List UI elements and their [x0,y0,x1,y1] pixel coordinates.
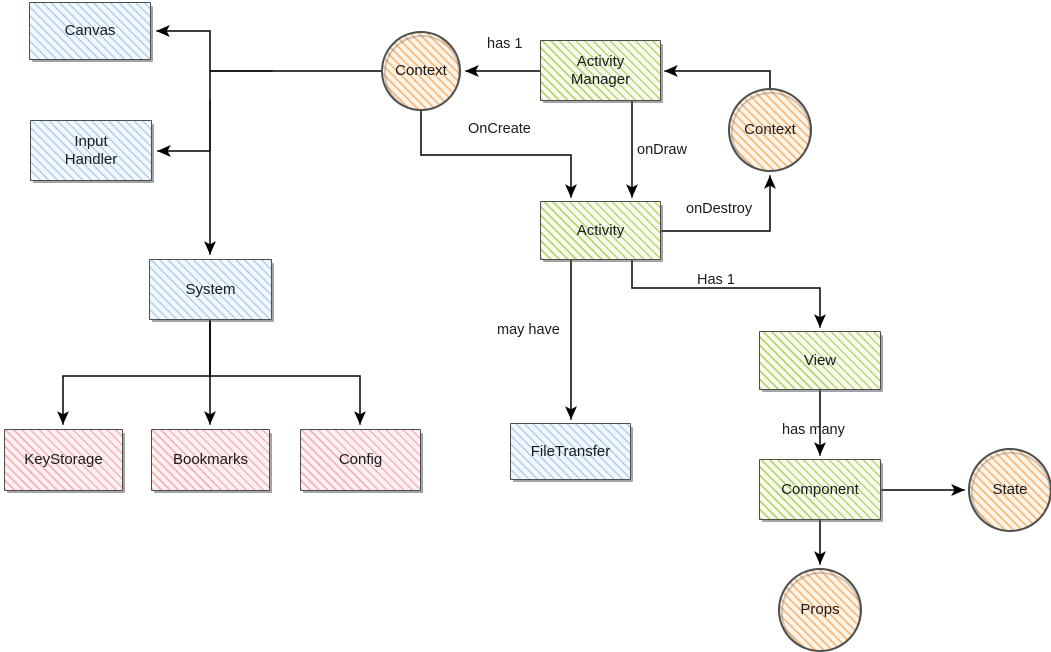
node-activity-label: Activity [576,221,625,239]
node-system-label: System [185,280,236,298]
edge-context-inputhandler [157,70,273,157]
node-bookmarks-label: Bookmarks [172,451,249,468]
node-bookmarks[interactable]: Bookmarks [151,429,272,493]
node-component-label: Component [781,480,859,498]
edge-label-oncreate: OnCreate [468,121,531,137]
node-activity-manager-label: Activity Manager [570,52,631,88]
node-component[interactable]: Component [759,459,883,522]
node-input-handler-label: Input Handler [64,132,118,168]
edge-contextright-activitymanager [664,65,771,89]
node-canvas-label: Canvas [64,22,116,39]
edge-label-ondraw: onDraw [637,142,687,158]
edge-label-ondestroy: onDestroy [686,201,753,217]
node-state[interactable]: State [968,448,1051,532]
node-view-label: View [803,351,837,369]
node-config-label: Config [338,451,383,468]
node-filetransfer[interactable]: FileTransfer [510,423,633,482]
node-props-label: Props [800,601,840,618]
node-activity-manager[interactable]: Activity Manager [540,40,663,103]
node-filetransfer-label: FileTransfer [530,442,611,460]
node-view[interactable]: View [759,331,883,392]
node-system[interactable]: System [149,259,274,322]
node-context-right[interactable]: Context [728,88,812,172]
edge-context-activity [420,110,577,198]
node-keystorage[interactable]: KeyStorage [4,429,125,493]
edge-label-has-1-upper: Has 1 [697,272,735,288]
node-state-label: State [992,481,1028,498]
edge-activity-contextright [660,175,776,232]
node-input-handler[interactable]: Input Handler [30,120,154,183]
edge-system-keystorage [57,319,211,425]
node-context-left[interactable]: Context [381,31,461,111]
edge-system-config [209,319,366,425]
edge-activity-view [631,259,826,328]
edge-context-canvas [156,25,382,72]
node-context-left-label: Context [395,62,447,79]
node-keystorage-label: KeyStorage [24,451,103,468]
edge-label-has-1-lower: has 1 [487,36,523,52]
node-canvas[interactable]: Canvas [29,2,153,62]
node-context-right-label: Context [744,121,796,138]
node-activity[interactable]: Activity [540,201,663,262]
edge-label-has-many: has many [782,422,845,438]
node-config[interactable]: Config [300,429,423,493]
edge-label-may-have: may have [497,322,560,338]
node-props[interactable]: Props [778,568,862,652]
